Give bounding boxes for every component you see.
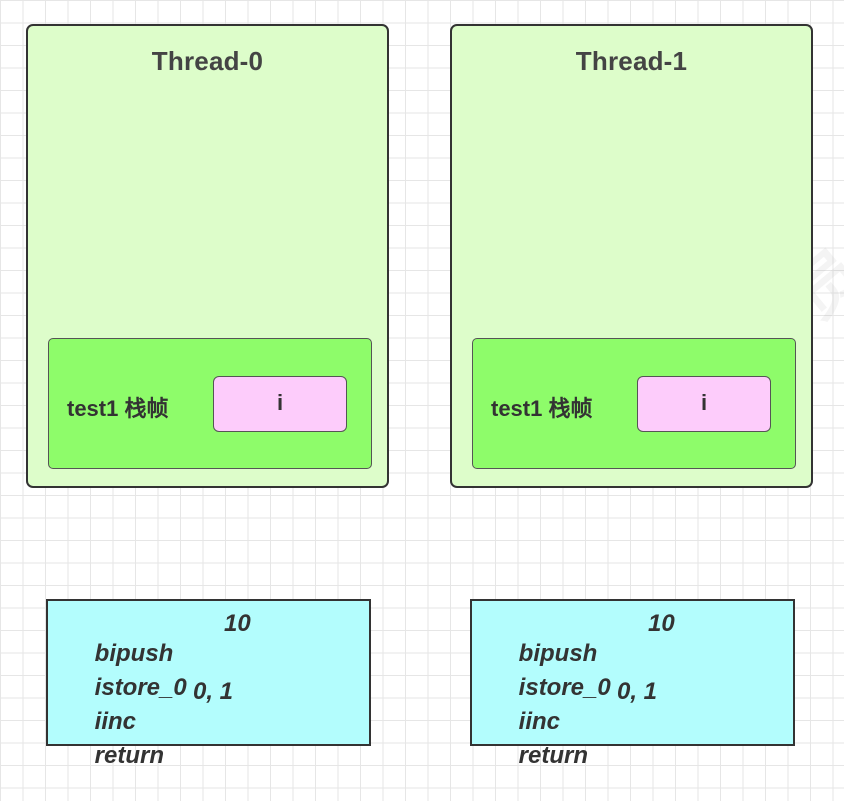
bytecode-op: iinc (94, 708, 137, 735)
bytecode-op: istore_0 (94, 674, 187, 701)
bytecode-op: bipush (94, 640, 174, 667)
bytecode-op: iinc (518, 708, 561, 735)
bytecode-line: istore_0 (492, 643, 793, 701)
bytecode-line: iinc 0, 1 (492, 677, 793, 735)
bytecode-op: istore_0 (518, 674, 611, 701)
bytecode-line: istore_0 (68, 643, 369, 701)
bytecode-line: return (492, 711, 793, 769)
bytecode-arg: 10 (224, 610, 251, 637)
bytecode-arg: 0, 1 (193, 678, 234, 705)
bytecode-line: bipush 10 (492, 609, 793, 667)
thread-0-frame-label: test1 栈帧 (67, 396, 169, 421)
thread-1-frame-label: test1 栈帧 (491, 396, 593, 421)
bytecode-op: bipush (518, 640, 598, 667)
bytecode-line: return (68, 711, 369, 769)
thread-1-box: Thread-1 test1 栈帧 i (450, 24, 813, 488)
thread-1-local-variable: i (637, 376, 771, 432)
thread-0-title: Thread-0 (151, 46, 264, 76)
thread-0-bytecode-box: bipush 10 istore_0 iinc 0, 1 return (46, 599, 371, 769)
thread-0-stack-frame: test1 栈帧 i (48, 338, 372, 469)
bytecode-op: return (518, 742, 589, 769)
thread-1-stack-frame: test1 栈帧 i (472, 338, 796, 469)
thread-0-box: Thread-0 test1 栈帧 i (26, 24, 389, 488)
bytecode-op: return (94, 742, 165, 769)
thread-1-bytecode-box: bipush 10 istore_0 iinc 0, 1 return (470, 599, 795, 769)
bytecode-arg: 0, 1 (617, 678, 658, 705)
thread-0-local-variable: i (213, 376, 347, 432)
bytecode-line: bipush 10 (68, 609, 369, 667)
bytecode-line: iinc 0, 1 (68, 677, 369, 735)
bytecode-arg: 10 (648, 610, 675, 637)
thread-1-title: Thread-1 (575, 46, 688, 76)
